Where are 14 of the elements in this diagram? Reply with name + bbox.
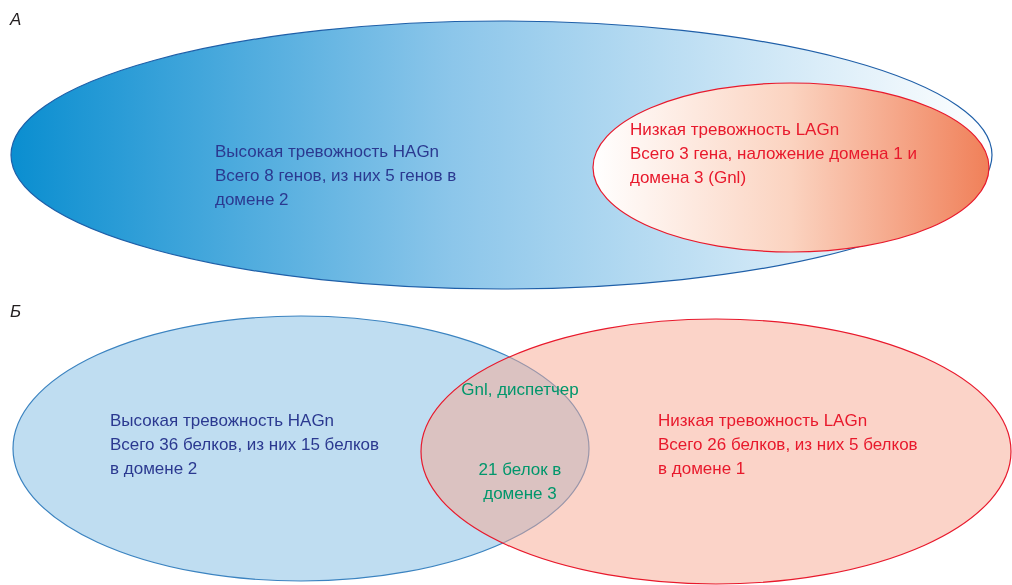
panel-letter: Б: [10, 301, 23, 323]
group-description: Всего 36 белков, из них 15 белков в домене 2: [110, 434, 380, 480]
group-heading: Высокая тревожность HAGn: [215, 141, 441, 163]
venn-ellipse: [592, 82, 990, 253]
group-description: Всего 8 генов, из них 5 генов в домене 2: [215, 165, 458, 211]
panel-letter: А: [10, 9, 23, 31]
overlap-label: Gnl, диспетчер: [460, 379, 580, 401]
venn-ellipse: [420, 318, 1012, 585]
group-description: Всего 26 белков, из них 5 белков в домене 1: [658, 434, 918, 480]
group-heading: Низкая тревожность LAGn: [630, 119, 841, 141]
group-heading: Высокая тревожность HAGn: [110, 410, 336, 432]
overlap-label: 21 белок в домене 3: [477, 459, 563, 505]
group-description: Всего 3 гена, наложение домена 1 и домена 3 (Gnl): [630, 143, 918, 189]
group-heading: Низкая тревожность LAGn: [658, 410, 869, 432]
